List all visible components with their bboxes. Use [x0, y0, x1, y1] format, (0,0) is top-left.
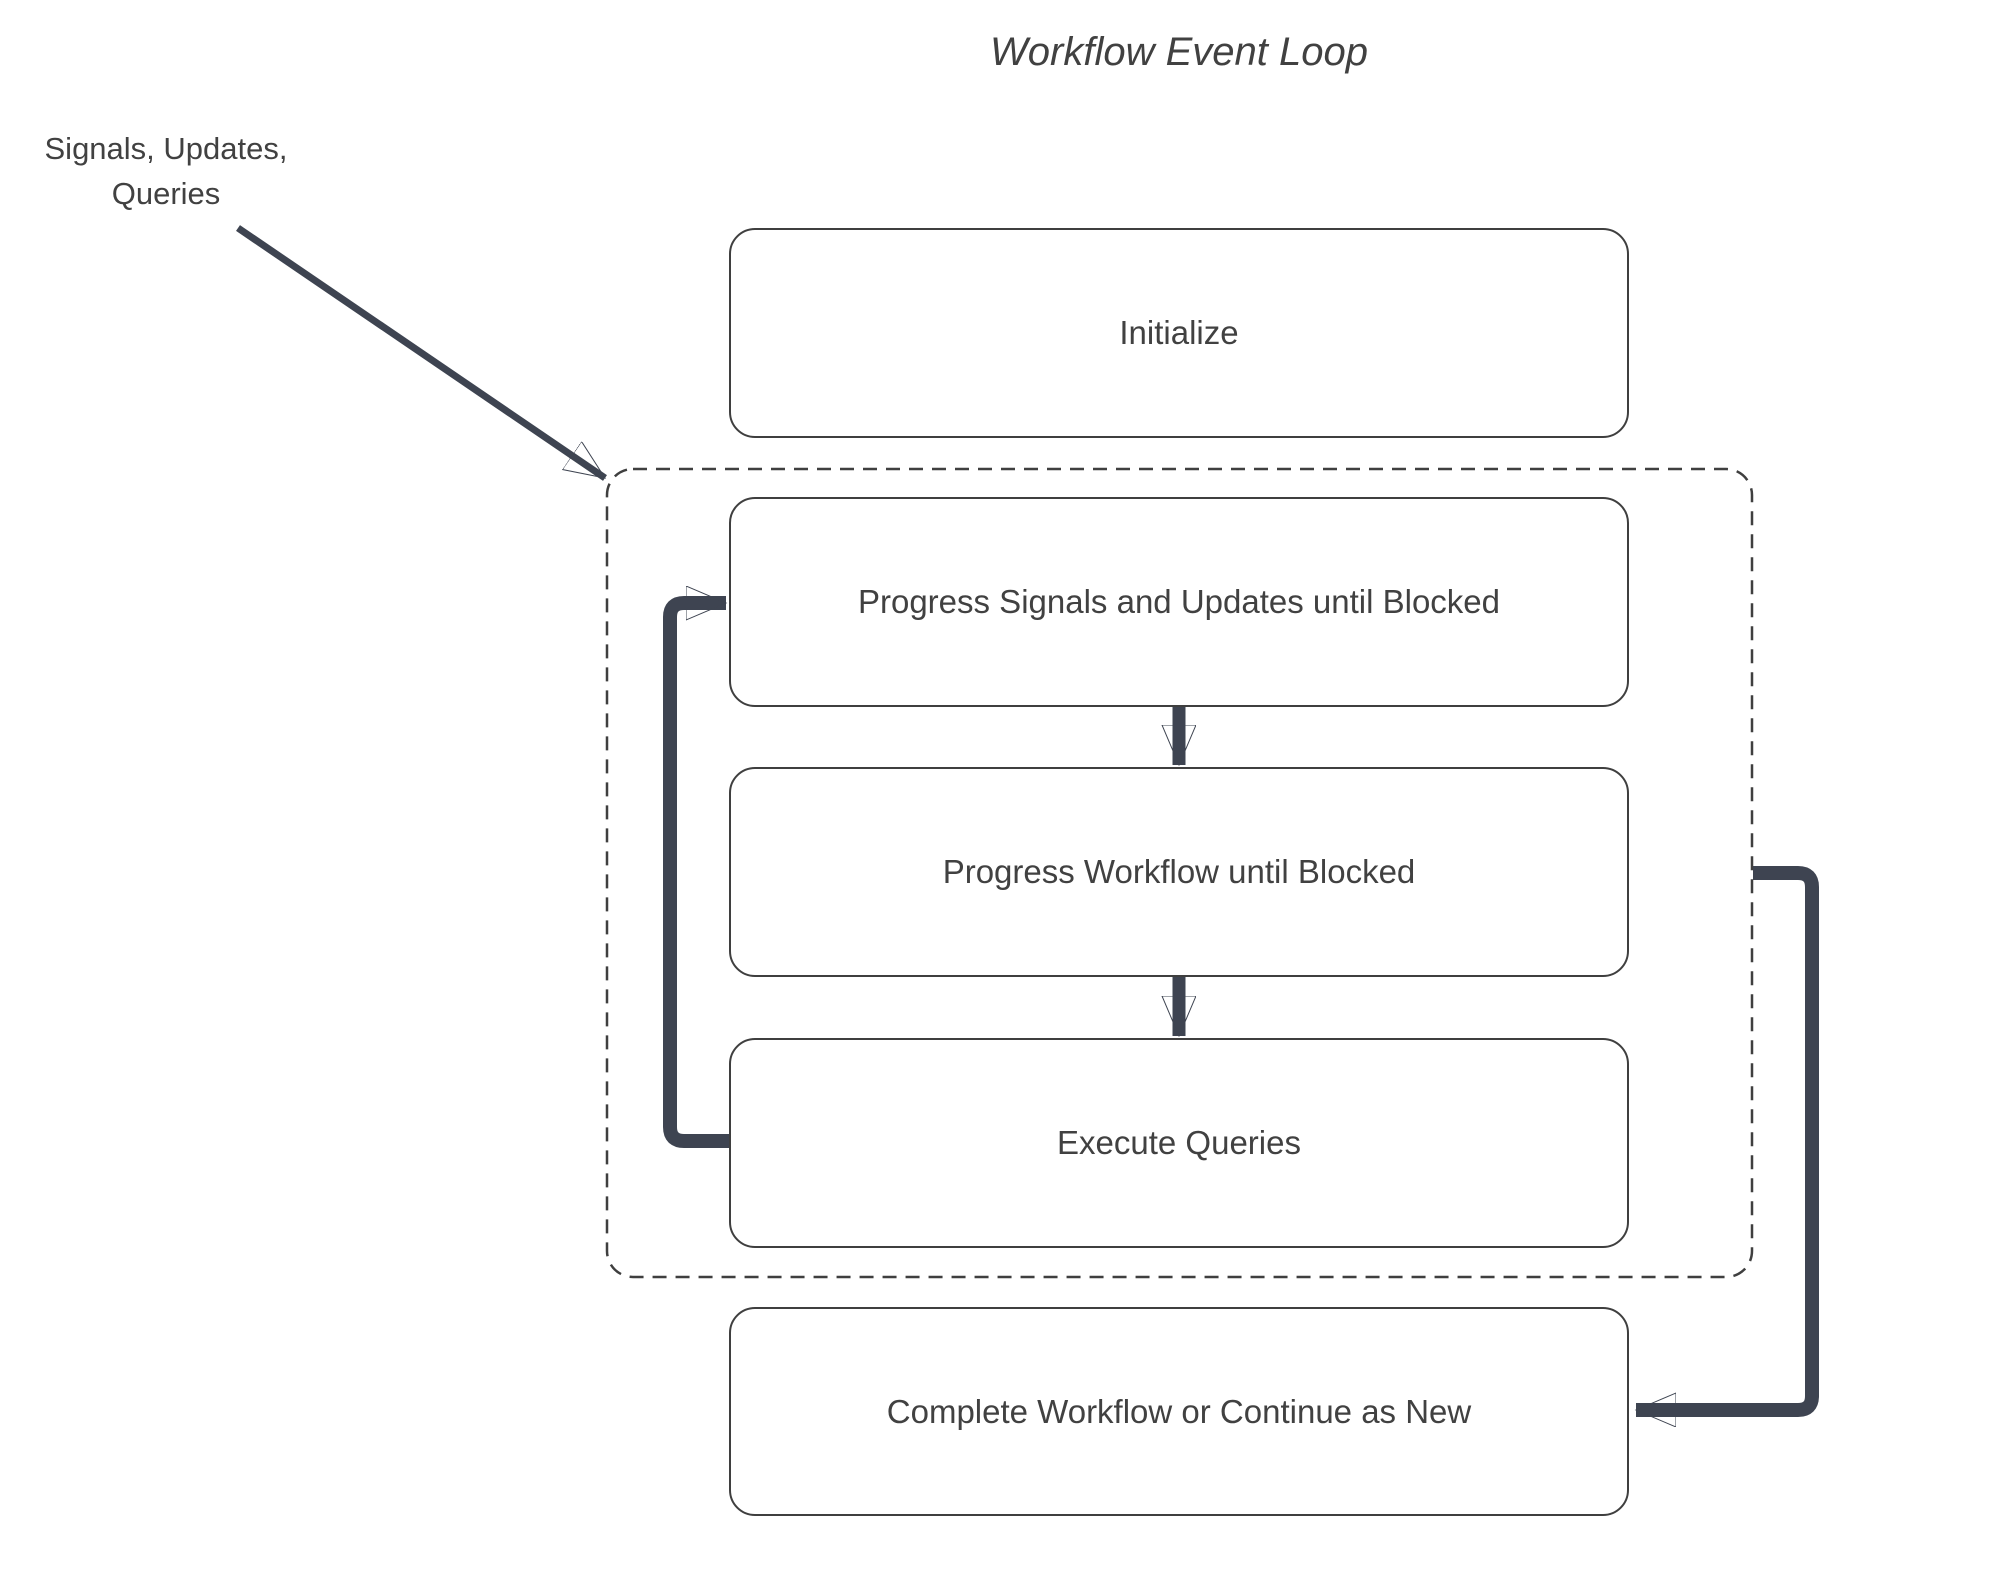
node-progress-signals: Progress Signals and Updates until Block…	[729, 497, 1629, 707]
node-progress-workflow-label: Progress Workflow until Blocked	[942, 853, 1416, 890]
external-input-line1: Signals, Updates,	[44, 131, 288, 166]
signals-arrow	[236, 225, 607, 481]
loop-back-arrow	[663, 603, 733, 1148]
node-progress-signals-label: Progress Signals and Updates until Block…	[857, 583, 1501, 620]
external-input-label: Signals, Updates, Queries	[10, 126, 322, 216]
node-complete-workflow: Complete Workflow or Continue as New	[729, 1307, 1629, 1516]
node-initialize: Initialize	[729, 228, 1629, 438]
node-initialize-label: Initialize	[1119, 314, 1239, 351]
node-execute-queries-label: Execute Queries	[1057, 1124, 1301, 1161]
node-progress-workflow: Progress Workflow until Blocked	[729, 767, 1629, 977]
node-complete-workflow-label: Complete Workflow or Continue as New	[886, 1392, 1472, 1430]
continue-arrow	[1636, 866, 1819, 1410]
node-execute-queries: Execute Queries	[729, 1038, 1629, 1248]
diagram-title: Workflow Event Loop	[990, 30, 1368, 74]
external-input-line2: Queries	[111, 176, 221, 211]
